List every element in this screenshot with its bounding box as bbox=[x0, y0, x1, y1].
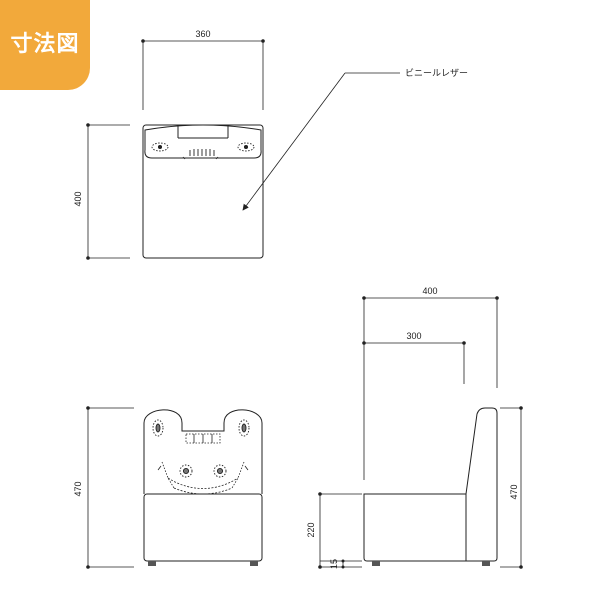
top-depth-label: 400 bbox=[73, 191, 83, 206]
top-view-teeth bbox=[189, 149, 215, 156]
top-view-chair bbox=[142, 124, 264, 259]
front-leg-right bbox=[250, 561, 258, 566]
side-leg-height-dimension bbox=[320, 559, 362, 569]
side-seat-depth-label: 300 bbox=[406, 331, 421, 341]
front-nostrils bbox=[179, 464, 227, 478]
side-leg-height-label: 15 bbox=[329, 559, 339, 569]
front-view: 470 bbox=[73, 406, 263, 569]
dimension-drawing-badge: 寸法図 bbox=[0, 0, 90, 90]
top-view-eyes bbox=[151, 142, 255, 152]
front-teeth bbox=[185, 433, 221, 444]
side-chair-outline bbox=[363, 407, 498, 562]
side-leg-back bbox=[482, 561, 490, 566]
side-seat-height-label: 220 bbox=[306, 522, 316, 537]
top-depth-dimension bbox=[86, 123, 130, 260]
front-height-dimension bbox=[86, 406, 134, 569]
top-width-dimension bbox=[141, 39, 265, 110]
front-seat bbox=[143, 493, 263, 562]
side-height-label: 470 bbox=[509, 484, 519, 499]
front-height-label: 470 bbox=[73, 481, 83, 496]
side-depth-dimension bbox=[362, 296, 499, 480]
badge-label: 寸法図 bbox=[10, 31, 80, 56]
top-view: 360 400 bbox=[73, 29, 265, 260]
side-view: 400 300 470 220 bbox=[306, 286, 523, 569]
front-eyes bbox=[152, 419, 250, 437]
side-height-dimension bbox=[500, 406, 523, 569]
callout-arrow bbox=[242, 72, 346, 211]
material-callout bbox=[242, 72, 400, 211]
top-width-label: 360 bbox=[195, 29, 210, 39]
side-leg-front bbox=[372, 561, 380, 566]
front-mouth bbox=[157, 461, 249, 495]
side-seat-depth-dimension bbox=[362, 341, 466, 384]
top-view-mouth-corners bbox=[182, 156, 219, 160]
front-leg-left bbox=[148, 561, 156, 566]
side-depth-label: 400 bbox=[422, 286, 437, 296]
side-seat-height-dimension bbox=[318, 492, 362, 569]
material-label: ビニールレザー bbox=[405, 68, 468, 78]
front-backrest bbox=[143, 409, 263, 494]
